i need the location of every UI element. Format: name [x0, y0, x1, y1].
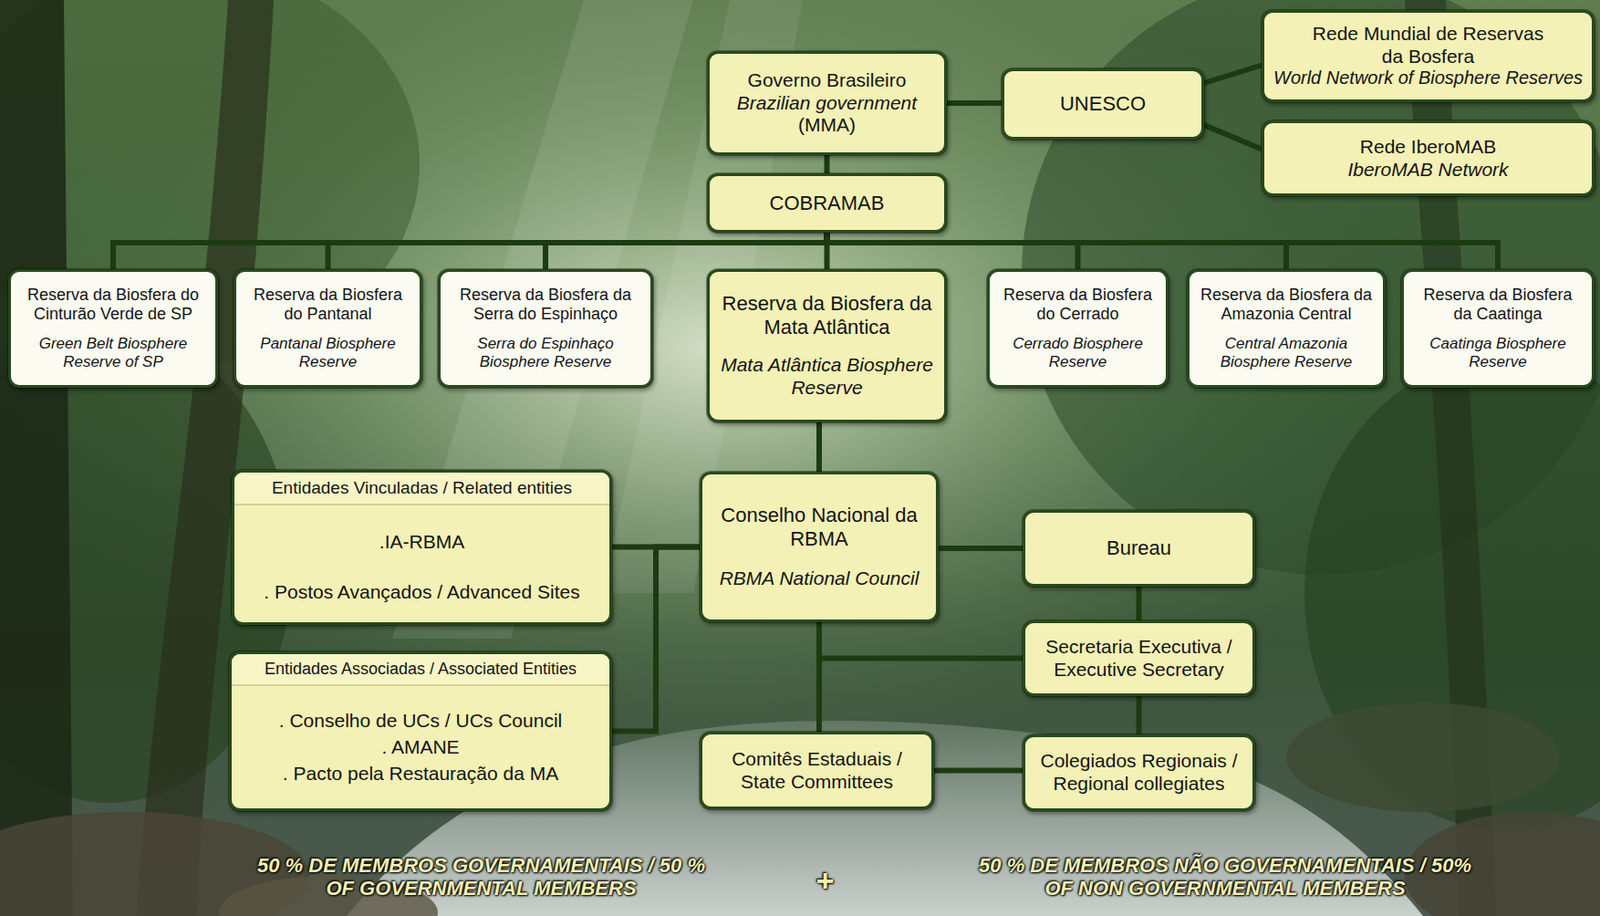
box-text: Green Belt Biosphere Reserve of SP: [20, 334, 207, 372]
box-title: Reserva da Biosfera da Mata Atlântica: [718, 291, 936, 340]
box-text: Central Amazonia Biosphere Reserve: [1198, 334, 1374, 372]
connector-line: [938, 545, 1023, 551]
box-text: . Conselho de UCs / UCs Council: [279, 709, 562, 733]
box-text: Serra do Espinhaço Biosphere Reserve: [449, 334, 642, 372]
org-box: Reserva da Biosfera da Amazonia CentralC…: [1186, 269, 1386, 388]
connector-line: [816, 422, 822, 472]
box-title: Entidades Vinculadas / Related entities: [234, 472, 610, 506]
box-title: Reserva da Biosfera da Amazonia Central: [1198, 285, 1374, 324]
box-text: (MMA): [798, 114, 856, 137]
org-box: Conselho Nacional da RBMA RBMA National C…: [699, 471, 939, 623]
box-title: Reserva da Biosfera do Pantanal: [245, 285, 411, 324]
org-box: Reserva da Biosfera da Serra do Espinhaç…: [437, 269, 654, 388]
connector-line: [827, 232, 1499, 270]
connector-line: [328, 232, 828, 270]
rock: [1286, 702, 1560, 812]
connector-line: [545, 232, 828, 270]
box-text: . Postos Avançados / Advanced Sites: [263, 581, 580, 604]
box-title: Bureau: [1106, 536, 1172, 561]
box-text: . Pacto pela Restauração da MA: [282, 762, 559, 786]
membership-note: 50 % DE MEMBROS GOVERNAMENTAIS / 50 % OF…: [246, 853, 717, 901]
connector-line: [1136, 696, 1143, 735]
org-box: UNESCO: [1001, 68, 1205, 140]
box-text: World Network of Biosphere Reserves: [1273, 67, 1583, 90]
connector-line: [1204, 65, 1262, 84]
org-box: Reserva da Biosfera da CaatingaCaatinga …: [1401, 269, 1595, 388]
org-box: COBRAMAB: [706, 173, 947, 233]
box-title: UNESCO: [1059, 92, 1146, 116]
box-title: Reserva da Biosfera da Caatinga: [1412, 285, 1583, 324]
box-text: Brazilian government: [737, 92, 917, 115]
box-text: RBMA National Council: [719, 567, 920, 591]
org-box: Reserva da Biosfera da Mata AtlânticaMat…: [706, 269, 947, 423]
org-box: Bureau: [1022, 509, 1256, 587]
box-title: COBRAMAB: [769, 191, 885, 216]
connector-line: [946, 100, 1002, 106]
org-box: Rede IberoMABIberoMAB Network: [1261, 120, 1595, 197]
org-box: Reserva da Biosfera do Cinturão Verde de…: [8, 269, 219, 388]
box-text: .IA-RBMA: [379, 530, 465, 554]
org-box: Colegiados Regionais / Regional collegia…: [1022, 734, 1256, 811]
box-title: Colegiados Regionais / Regional collegia…: [1034, 749, 1244, 796]
connector-line: [1136, 586, 1143, 621]
box-text: IberoMAB Network: [1347, 158, 1508, 182]
connector-line: [816, 622, 822, 732]
org-box: Comitês Estaduais / State Committees: [699, 731, 935, 810]
connector-line: [827, 232, 1288, 270]
box-text: . AMANE: [381, 736, 459, 759]
connector-line: [819, 622, 1023, 659]
connector-line: [827, 232, 1079, 270]
box-title: Reserva da Biosfera da Serra do Espinhaç…: [449, 285, 642, 324]
box-text: Caatinga Biosphere Reserve: [1412, 334, 1583, 372]
connector-line: [1204, 124, 1262, 150]
box-text: Pantanal Biosphere Reserve: [245, 334, 411, 372]
connector-line: [934, 768, 1023, 774]
org-box: Secretaria Executiva / Executive Secreta…: [1022, 620, 1256, 697]
box-title: Governo Brasileiro: [748, 69, 907, 93]
org-box: Reserva da Biosfera do CerradoCerrado Bi…: [987, 269, 1169, 388]
org-box: Rede Mundial de Reservas da BosferaWorld…: [1261, 10, 1595, 103]
org-box: Entidades Vinculadas / Related entities.…: [231, 469, 613, 625]
membership-note: 50 % DE MEMBROS NÃO GOVERNAMENTAIS / 50%…: [965, 853, 1486, 901]
box-title: Comitês Estaduais / State Committees: [711, 748, 923, 794]
box-title: Conselho Nacional da RBMA: [711, 503, 927, 551]
box-title: Reserva da Biosfera do Cerrado: [998, 285, 1157, 324]
box-title: Entidades Associadas / Associated Entiti…: [231, 654, 610, 686]
connector-line: [824, 155, 831, 174]
connector-line: [113, 232, 828, 270]
box-title: Reserva da Biosfera do Cinturão Verde de…: [20, 285, 207, 324]
plus-sign: +: [806, 862, 843, 899]
org-box: Reserva da Biosfera do PantanalPantanal …: [233, 269, 423, 388]
connector-line: [612, 547, 700, 732]
box-text: Cerrado Biosphere Reserve: [998, 334, 1157, 372]
box-title: Rede IberoMAB: [1360, 135, 1497, 159]
tree-trunk: [0, 0, 73, 916]
org-box: Entidades Associadas / Associated Entiti…: [228, 651, 613, 811]
box-text: Mata Atlântica Biosphere Reserve: [718, 353, 936, 400]
box-title: Rede Mundial de Reservas da Bosfera: [1309, 22, 1548, 69]
org-box: Governo BrasileiroBrazilian government(M…: [706, 51, 947, 156]
box-title: Secretaria Executiva / Executive Secreta…: [1034, 635, 1244, 682]
